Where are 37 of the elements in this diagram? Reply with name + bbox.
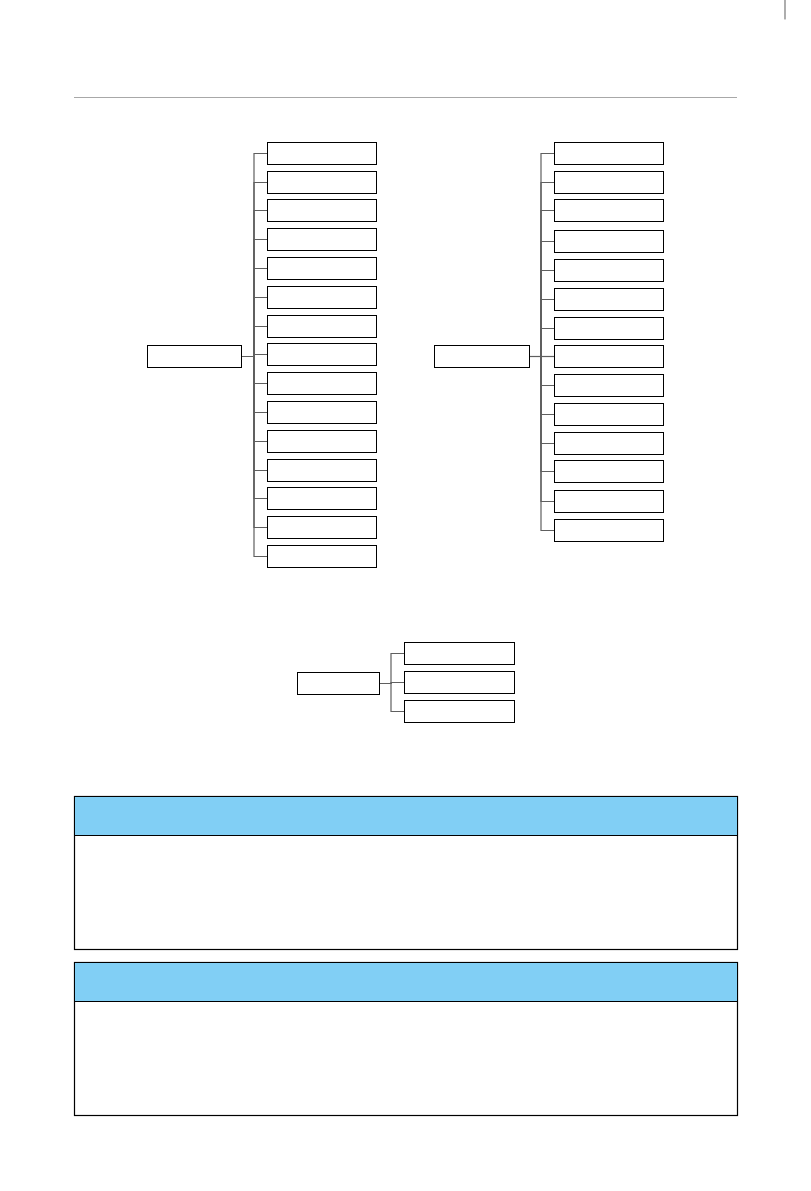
empty-box [554,432,664,455]
empty-box [554,259,664,282]
empty-box [267,545,377,568]
empty-box [267,372,377,395]
empty-box [554,288,664,311]
empty-box [554,460,664,483]
empty-box [554,317,664,340]
empty-box [404,671,515,694]
empty-box [404,642,515,665]
empty-box [267,487,377,510]
empty-box [267,401,377,424]
empty-box [554,490,664,513]
empty-box [554,345,664,368]
empty-box [267,257,377,280]
empty-box [554,519,664,542]
empty-box [267,286,377,309]
empty-box [404,700,515,723]
empty-box [554,199,664,222]
empty-box [267,228,377,251]
empty-box [554,171,664,194]
empty-box [267,343,377,366]
empty-box [554,374,664,397]
empty-box [434,345,530,368]
connector-line [529,355,555,532]
empty-box [267,430,377,453]
empty-box [267,171,377,194]
empty-box [554,230,664,253]
empty-box [267,199,377,222]
empty-box [554,403,664,426]
empty-box [267,516,377,539]
empty-box [297,672,380,695]
connector-line [379,682,405,713]
empty-box [267,315,377,338]
empty-box [267,459,377,482]
empty-box [554,142,664,165]
empty-box [147,345,242,368]
empty-box [267,142,377,165]
